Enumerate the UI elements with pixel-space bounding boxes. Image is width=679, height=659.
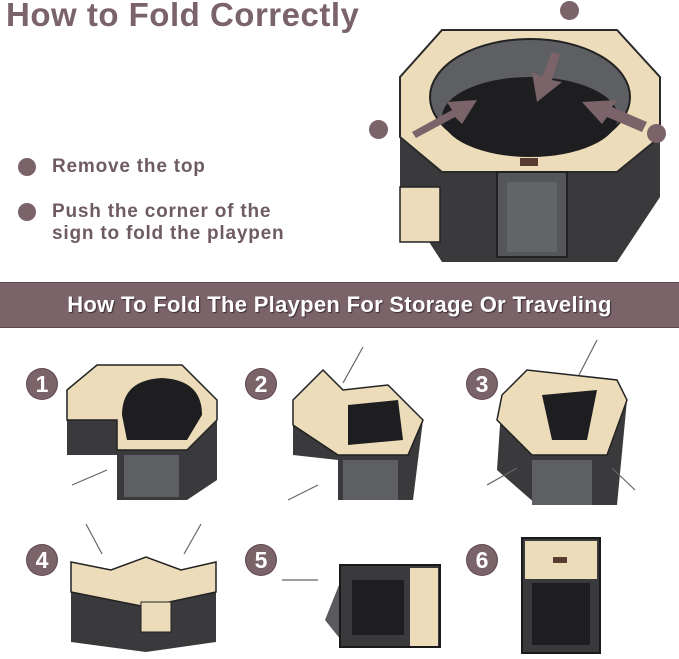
banner-title: How To Fold The Playpen For Storage Or T… bbox=[67, 292, 612, 317]
instruction-remove-top: Remove the top bbox=[52, 156, 206, 177]
corner-marker-right bbox=[647, 124, 666, 143]
step-6-image bbox=[517, 533, 607, 657]
instruction-push-corner-line1: Push the corner of the bbox=[52, 201, 272, 222]
bullet-icon bbox=[18, 203, 36, 221]
step-number-5: 5 bbox=[246, 545, 276, 575]
step-5-image bbox=[270, 560, 450, 655]
corner-marker-top bbox=[560, 1, 579, 20]
bullet-icon bbox=[18, 158, 36, 176]
page-title: How to Fold Correctly bbox=[6, 0, 360, 33]
step-2-image bbox=[288, 345, 428, 505]
step-number-1: 1 bbox=[27, 369, 57, 399]
playpen-open-image bbox=[392, 22, 667, 267]
step-number-4: 4 bbox=[27, 545, 57, 575]
step-number-2: 2 bbox=[246, 369, 276, 399]
step-3-image bbox=[487, 340, 637, 510]
step-number-3: 3 bbox=[467, 369, 497, 399]
step-1-image bbox=[62, 360, 222, 505]
instruction-push-corner-line2: sign to fold the playpen bbox=[52, 223, 285, 244]
step-number-6: 6 bbox=[467, 545, 497, 575]
section-banner: How To Fold The Playpen For Storage Or T… bbox=[0, 282, 679, 328]
corner-marker-left bbox=[369, 120, 388, 139]
step-4-image bbox=[66, 522, 226, 658]
